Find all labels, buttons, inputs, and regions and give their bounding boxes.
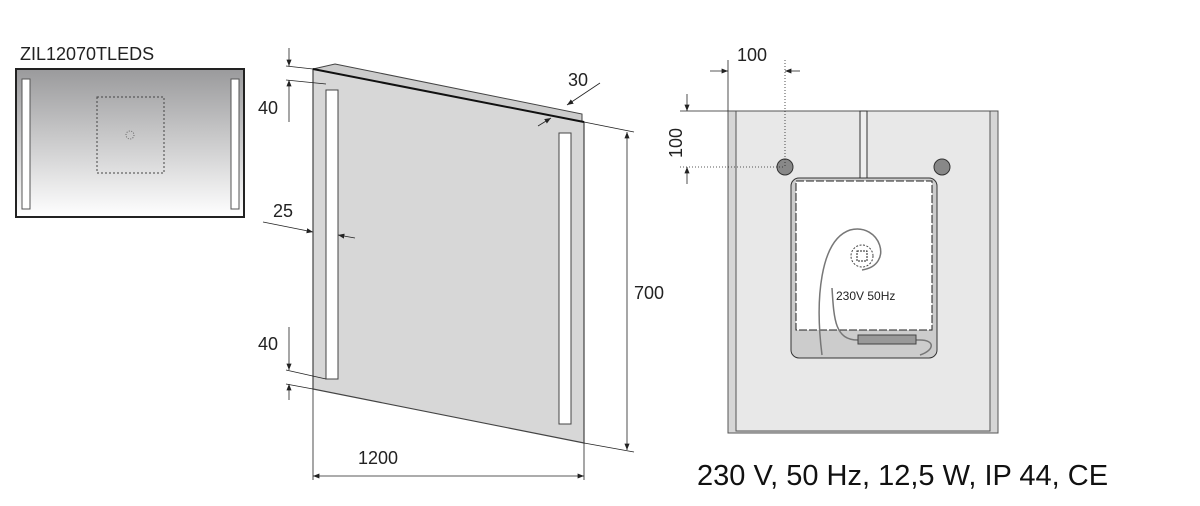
- led-strip-left: [325, 89, 339, 380]
- electrical-specs: 230 V, 50 Hz, 12,5 W, IP 44, CE: [697, 460, 1109, 492]
- mounting-hole-right: [933, 158, 951, 176]
- led-strip-left: [21, 78, 31, 210]
- led-strip-right: [558, 132, 572, 425]
- front-view: ZIL12070TLEDS: [15, 44, 245, 218]
- dim-top-offset: 40: [258, 98, 278, 118]
- led-strip-right: [230, 78, 240, 210]
- led-driver: [857, 334, 917, 345]
- sensor-icon: [125, 130, 135, 140]
- dim-hole-vertical: 100: [666, 128, 686, 158]
- back-view: 230V 50Hz 100 100: [666, 45, 999, 434]
- dim-depth: 30: [568, 70, 588, 90]
- dim-width: 1200: [358, 448, 398, 468]
- perspective-view: 40 40 25 30 700 1200: [258, 48, 664, 480]
- dim-height: 700: [634, 283, 664, 303]
- back-voltage-label: 230V 50Hz: [836, 289, 895, 303]
- dim-hole-horizontal: 100: [737, 45, 767, 65]
- model-label: ZIL12070TLEDS: [20, 44, 154, 64]
- dim-strip-width: 25: [273, 201, 293, 221]
- sensor-area: [96, 96, 165, 174]
- dim-bottom-offset: 40: [258, 334, 278, 354]
